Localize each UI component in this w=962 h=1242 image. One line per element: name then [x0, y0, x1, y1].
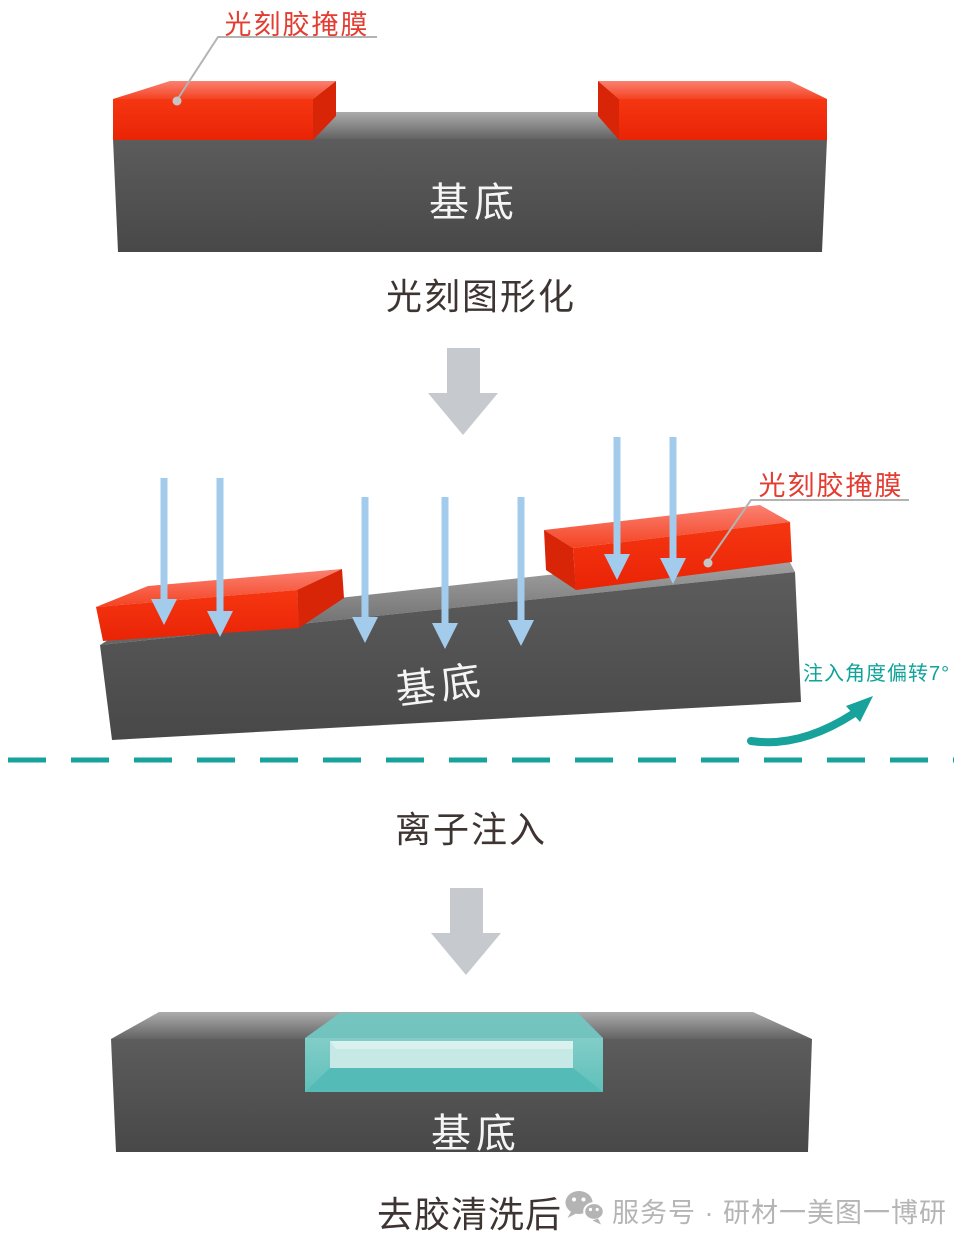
- resist-block-left-side: [313, 81, 336, 140]
- resist-block-right-front: [573, 522, 792, 590]
- doped-region-bottom: [305, 1068, 603, 1092]
- mask-leader-line: [176, 36, 377, 101]
- doped-region-top-face: [305, 1013, 603, 1038]
- mask-leader-dot: [172, 96, 182, 106]
- mask-leader-dot: [703, 558, 713, 568]
- step1-litho-group: [113, 36, 827, 252]
- ion-arrow-icon: [604, 437, 630, 580]
- flow-down-arrow-icon: [431, 888, 501, 975]
- resist-block-left-side: [297, 569, 344, 628]
- ion-arrow-icon: [352, 497, 378, 643]
- mask-label: 光刻胶掩膜: [758, 471, 904, 501]
- watermark-text: 服务号 · 研材一美图一博研: [612, 1198, 947, 1228]
- resist-block-right-side: [544, 530, 576, 590]
- resist-block-right-top: [544, 505, 790, 548]
- step-caption: 离子注入: [394, 809, 547, 850]
- ion-beam-arrows: [151, 437, 686, 649]
- tilt-arrow-head: [846, 696, 873, 722]
- substrate-label: 基底: [431, 1112, 521, 1156]
- flow-down-arrow-icon: [428, 348, 498, 435]
- resist-block-right-front: [619, 99, 827, 140]
- ion-arrow-icon: [660, 437, 686, 584]
- mask-leader-line: [707, 499, 909, 563]
- substrate-front-face: [113, 139, 827, 252]
- substrate-front-face: [111, 1039, 812, 1152]
- ion-arrow-icon: [432, 497, 458, 649]
- resist-block-left-front: [96, 590, 299, 641]
- tilt-arrow-icon: [747, 710, 857, 747]
- doped-region-inner-highlight: [330, 1041, 573, 1049]
- step2-implant-group: [8, 437, 954, 763]
- step-caption: 光刻图形化: [385, 276, 576, 317]
- substrate-label: 基底: [429, 181, 519, 225]
- ion-arrow-icon: [151, 478, 177, 625]
- resist-block-left-front: [113, 99, 313, 140]
- step-caption: 去胶清洗后: [377, 1194, 563, 1235]
- resist-block-right-side: [598, 81, 619, 140]
- mask-label: 光刻胶掩膜: [224, 10, 370, 40]
- tilt-angle-note: 注入角度偏转7°: [803, 663, 951, 685]
- resist-block-right-top: [598, 81, 827, 99]
- step3-clean-group: [111, 1012, 812, 1152]
- ion-arrow-icon: [207, 478, 233, 637]
- substrate-front-face-tilted: [100, 572, 801, 740]
- resist-block-left-top: [113, 81, 336, 99]
- wechat-icon: [565, 1191, 605, 1225]
- ion-arrow-icon: [508, 497, 534, 646]
